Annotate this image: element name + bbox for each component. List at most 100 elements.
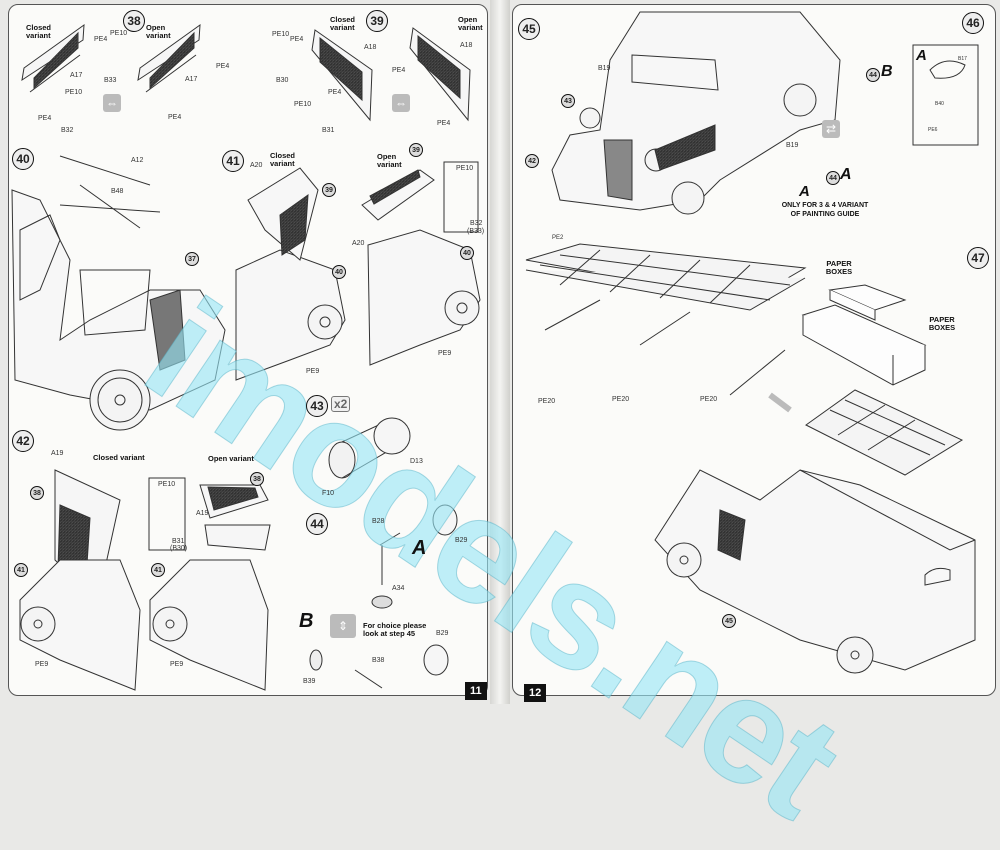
alternative-choice-icon: ⇕: [330, 614, 356, 638]
closed-variant-label: Closed variant: [93, 453, 145, 462]
part-label: A12: [131, 157, 144, 164]
step-reference: 39: [409, 143, 423, 157]
part-label: PE6: [928, 127, 938, 133]
quantity-badge: x2: [331, 396, 351, 412]
part-label: B17: [958, 56, 967, 62]
closed-variant-label: Closed variant: [330, 15, 356, 32]
part-label: PE9: [306, 368, 320, 375]
part-label: B38: [372, 657, 385, 664]
part-label: B40: [935, 101, 944, 107]
page-number: 12: [524, 684, 547, 702]
step-41-number: 41: [222, 150, 244, 172]
part-label: PE4: [437, 120, 451, 127]
step-reference: 37: [185, 252, 199, 266]
part-label: B32: [470, 220, 483, 227]
variant-a-marker: A: [799, 183, 810, 200]
part-label: PE9: [438, 350, 452, 357]
step-reference: 39: [322, 183, 336, 197]
open-variant-label: Open variant: [458, 15, 483, 32]
part-label: A34: [392, 585, 405, 592]
page-gutter: [490, 0, 510, 704]
part-label: B31: [172, 538, 185, 545]
step-reference: 45: [722, 614, 736, 628]
step-reference: 41: [14, 563, 28, 577]
part-label: A20: [352, 240, 365, 247]
part-label: A18: [364, 44, 377, 51]
step-reference: 42: [525, 154, 539, 168]
part-label: B48: [111, 188, 124, 195]
step-38-number: 38: [123, 10, 145, 32]
part-label: (B33): [467, 228, 485, 235]
paper-boxes: [801, 284, 927, 386]
part-label: A17: [185, 76, 198, 83]
paper-boxes-label: PAPER BOXES: [825, 259, 853, 276]
step-reference: 41: [151, 563, 165, 577]
hood-panel-a18-open: [409, 27, 471, 122]
choice-note: For choice please: [363, 621, 427, 630]
variant-a-label: A: [840, 166, 852, 183]
part-label: B19: [598, 65, 611, 72]
part-label: PE4: [94, 36, 108, 43]
part-label: (B30): [170, 545, 188, 552]
part-label: A18: [460, 42, 473, 49]
van-front-step-45: [551, 11, 979, 215]
step-reference: 38: [30, 486, 44, 500]
variant-b-label: B: [881, 63, 893, 80]
step-45-number: 45: [518, 18, 540, 40]
hood-panel-a18-closed: [311, 29, 373, 122]
part-label: PE4: [168, 114, 182, 121]
car-step-42-closed: [19, 469, 141, 691]
part-label: PE4: [290, 36, 304, 43]
transition-arrow-icon: [768, 392, 792, 413]
part-label: PE4: [392, 67, 406, 74]
open-variant-label: Open variant: [377, 152, 402, 169]
page-number: 11: [465, 682, 487, 700]
step-reference: 38: [250, 472, 264, 486]
part-label: PE4: [216, 63, 230, 70]
alternative-choice-icon: ⇔: [392, 94, 410, 112]
roof-rack-frame: [525, 243, 807, 396]
closed-variant-label: Closed variant: [26, 23, 52, 40]
part-label: B31: [322, 127, 335, 134]
alternative-choice-icon: ⇔: [103, 94, 121, 112]
part-label: B19: [786, 142, 799, 149]
paper-boxes-label: PAPER BOXES: [928, 315, 956, 332]
part-label: B29: [436, 630, 449, 637]
car-step-41-open: [361, 161, 481, 366]
step-reference: 44: [866, 68, 880, 82]
part-label: PE9: [35, 661, 49, 668]
step-reference: 44: [826, 171, 840, 185]
part-label: B30: [276, 77, 289, 84]
part-label: PE10: [110, 30, 128, 37]
mirror-a: [371, 504, 458, 609]
step-46-number: 46: [962, 12, 984, 34]
step-reference: 40: [332, 265, 346, 279]
headlight-assembly: [328, 417, 411, 479]
car-step-41-closed: [235, 167, 346, 381]
part-label: B39: [303, 678, 316, 685]
note-line: ONLY FOR 3 & 4 VARIANT: [781, 202, 869, 209]
closed-variant-label: Closed variant: [270, 151, 296, 168]
part-label: F10: [322, 490, 335, 497]
variant-a-label: A: [412, 537, 427, 559]
step-44-number: 44: [306, 513, 328, 535]
step-47-number: 47: [967, 247, 989, 269]
open-variant-label: Open variant: [146, 23, 171, 40]
step-39-number: 39: [366, 10, 388, 32]
part-label: B29: [455, 537, 468, 544]
part-label: A19: [51, 450, 64, 457]
part-label: PE10: [294, 101, 312, 108]
part-label: A19: [196, 510, 209, 517]
hood-panel-a17-open: [137, 23, 201, 93]
car-step-42-open: [148, 477, 271, 691]
part-label: PE4: [38, 115, 52, 122]
alternative-choice-icon: ⇄: [822, 120, 840, 138]
car-engine-bay-step-40: [11, 155, 226, 431]
part-label: PE10: [65, 89, 83, 96]
part-label: A17: [70, 72, 83, 79]
part-label: D13: [410, 458, 423, 465]
part-label: PE10: [158, 481, 176, 488]
small-roof-rack: [805, 389, 964, 476]
step-40-number: 40: [12, 148, 34, 170]
